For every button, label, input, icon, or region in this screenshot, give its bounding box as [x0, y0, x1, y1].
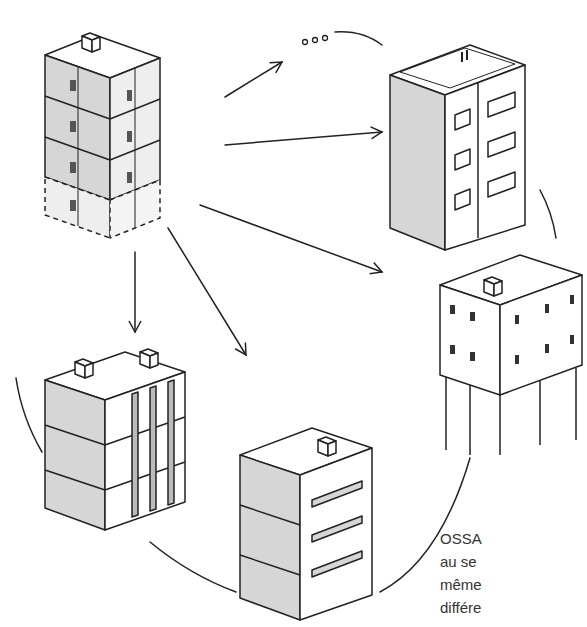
note-text: même — [440, 576, 482, 594]
note-text: OSSA — [440, 530, 482, 548]
note-text: au se — [440, 553, 477, 571]
note-text: différe — [440, 599, 481, 617]
